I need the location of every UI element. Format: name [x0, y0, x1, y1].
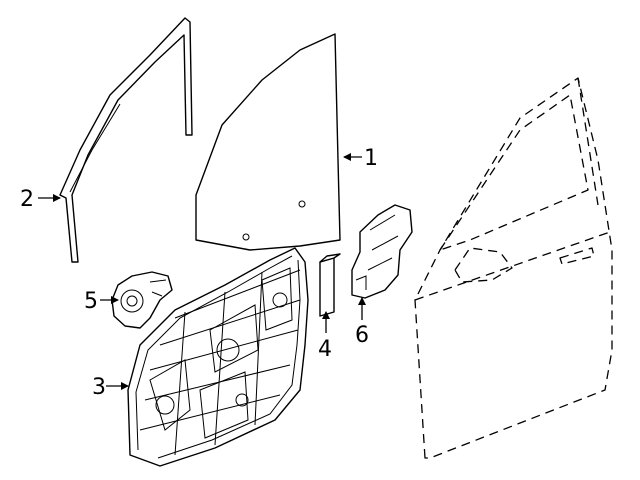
- callout-3: 3: [92, 375, 106, 400]
- module-bracket-part: [351, 204, 413, 299]
- glass-part: [195, 33, 341, 251]
- callout-6: 6: [355, 323, 369, 348]
- leader-lines: [38, 153, 366, 390]
- callout-2: 2: [20, 187, 34, 212]
- callout-4: 4: [318, 337, 332, 362]
- door-outline: [414, 77, 613, 459]
- run-channel-part: [59, 17, 193, 263]
- window-motor-part: [111, 271, 173, 329]
- callout-1: 1: [364, 146, 378, 171]
- regulator-module-part: [127, 247, 309, 467]
- callout-5: 5: [84, 289, 98, 314]
- bracket-strip-part: [319, 253, 341, 317]
